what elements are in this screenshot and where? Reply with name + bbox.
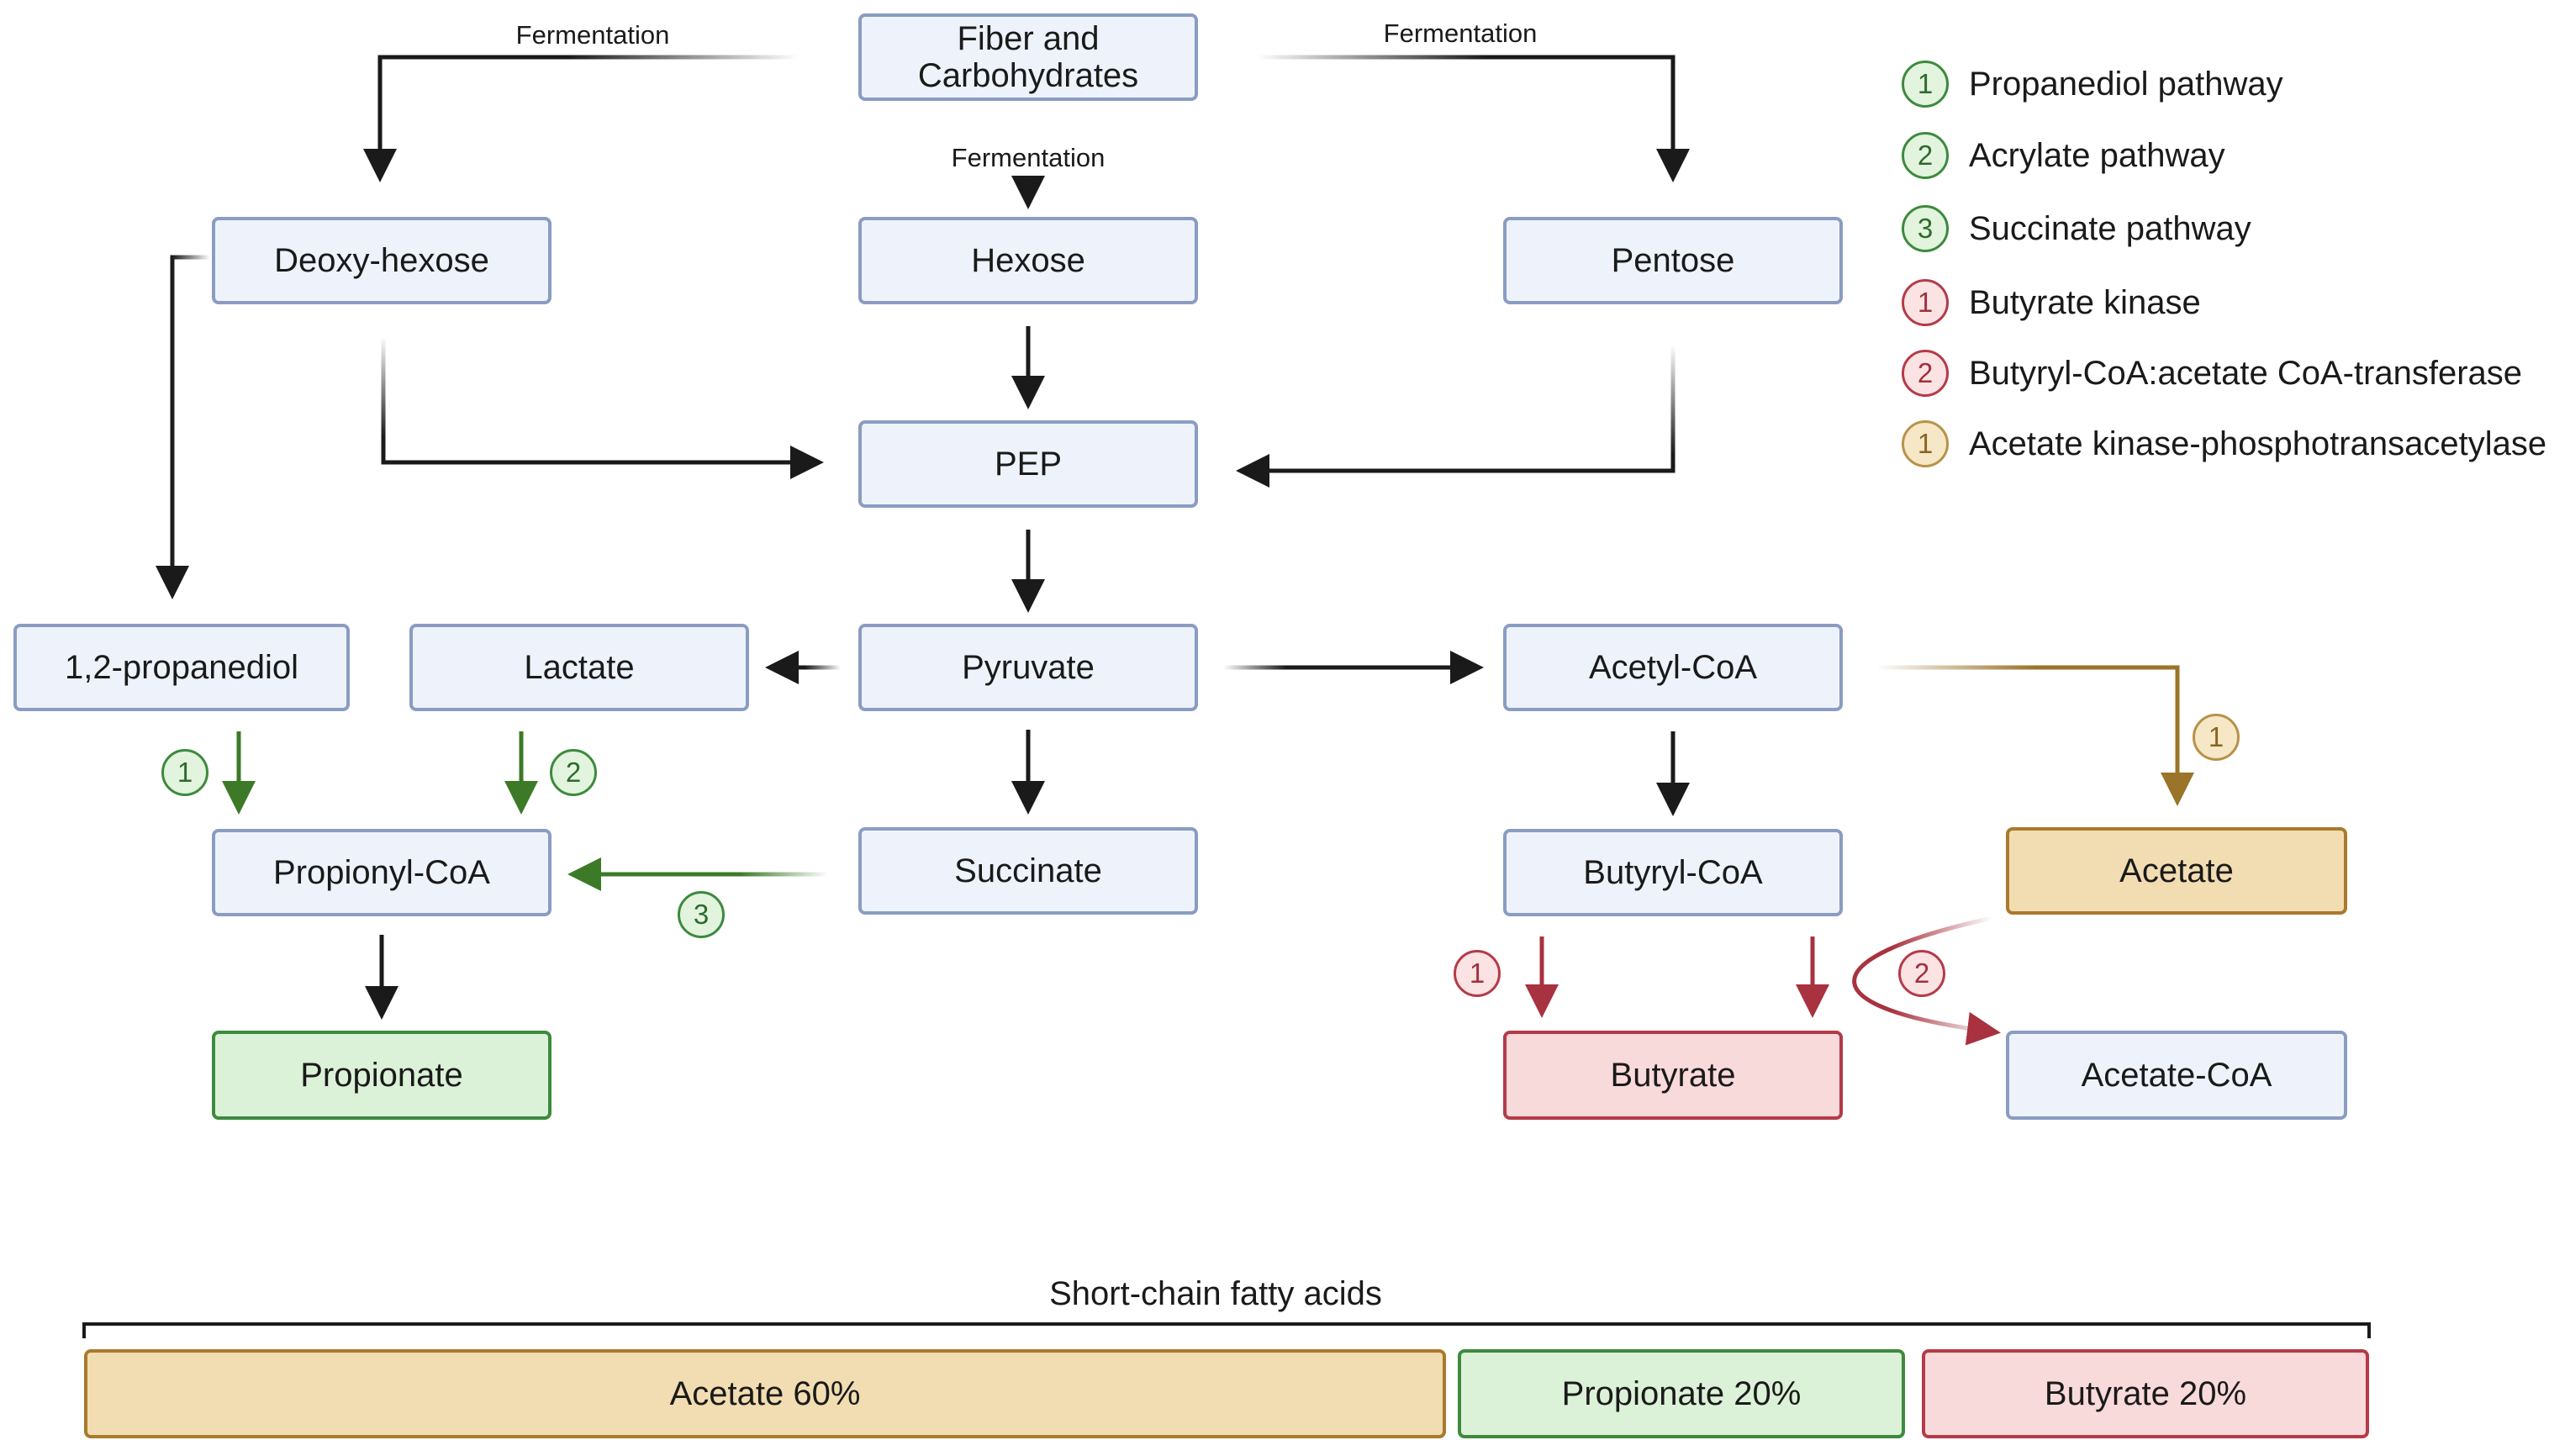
legend-badge: 2 [1902,350,1949,397]
node-propionyl-coa: Propionyl-CoA [212,829,551,916]
legend-badge: 1 [1902,420,1949,467]
node-pyruvate: Pyruvate [858,624,1198,711]
fermentation-label-center: Fermentation [951,143,1106,172]
scfa-bracket [82,1322,2371,1338]
node-succinate: Succinate [858,827,1198,915]
badge-acetate-kinase: 1 [2193,714,2240,761]
arrow-pentose-to-pep [1236,346,1676,488]
legend-item-butyryl-transferase: 2 Butyryl-CoA:acetate CoA-transferase [1902,348,2522,398]
legend-label: Succinate pathway [1969,209,2251,247]
node-propanediol: 1,2-propanediol [13,624,350,711]
fermentation-label-right: Fermentation [1383,18,1538,48]
arrow-fiber-to-deoxy [363,55,799,182]
node-butyryl-coa: Butyryl-CoA [1503,829,1843,916]
legend-label: Butyrate kinase [1969,283,2201,321]
arrow-fiber-to-pentose [1257,55,1690,182]
legend-label: Acetate kinase-phosphotransacetylase [1969,425,2547,462]
legend-item-propanediol: 1 Propanediol pathway [1902,59,2283,109]
legend-item-butyrate-kinase: 1 Butyrate kinase [1902,277,2201,328]
node-acetyl-coa: Acetyl-CoA [1503,624,1843,711]
badge-butyryl-transferase: 2 [1898,950,1945,997]
legend-label: Acrylate pathway [1969,136,2225,174]
legend-item-acrylate: 2 Acrylate pathway [1902,130,2225,181]
fermentation-label-left: Fermentation [515,20,670,50]
legend-badge: 1 [1902,279,1949,326]
arrow-deoxy-to-propanediol [156,255,210,599]
legend-badge: 2 [1902,132,1949,179]
badge-propanediol-pathway: 1 [161,749,208,796]
scfa-bar-propionate: Propionate 20% [1458,1349,1905,1438]
node-butyrate: Butyrate [1503,1031,1843,1120]
node-acetate: Acetate [2006,827,2347,915]
scfa-title: Short-chain fatty acids [1049,1275,1382,1312]
node-deoxy-hexose: Deoxy-hexose [212,217,551,304]
legend-item-acetate-kinase: 1 Acetate kinase-phosphotransacetylase [1902,419,2546,469]
badge-acrylate-pathway: 2 [550,749,597,796]
node-pep: PEP [858,420,1198,508]
legend-badge: 1 [1902,61,1949,108]
legend-label: Propanediol pathway [1969,65,2283,103]
node-fiber-carbohydrates: Fiber and Carbohydrates [858,13,1198,101]
scfa-bar-butyrate: Butyrate 20% [1922,1349,2369,1438]
node-pentose: Pentose [1503,217,1843,304]
badge-succinate-pathway: 3 [678,891,725,938]
node-hexose: Hexose [858,217,1198,304]
arrow-deoxy-to-pep [381,338,824,479]
arrow-acetylcoa-to-acetate [1876,665,2194,806]
badge-butyrate-kinase: 1 [1454,950,1501,997]
node-propionate: Propionate [212,1031,551,1120]
node-acetate-coa: Acetate-CoA [2006,1031,2347,1120]
node-lactate: Lactate [409,624,749,711]
scfa-bar-acetate: Acetate 60% [84,1349,1446,1438]
legend-item-succinate: 3 Succinate pathway [1902,203,2251,254]
legend-label: Butyryl-CoA:acetate CoA-transferase [1969,354,2523,392]
legend-badge: 3 [1902,205,1949,252]
arrow-acetate-to-acetatecoa [1852,915,2001,1046]
